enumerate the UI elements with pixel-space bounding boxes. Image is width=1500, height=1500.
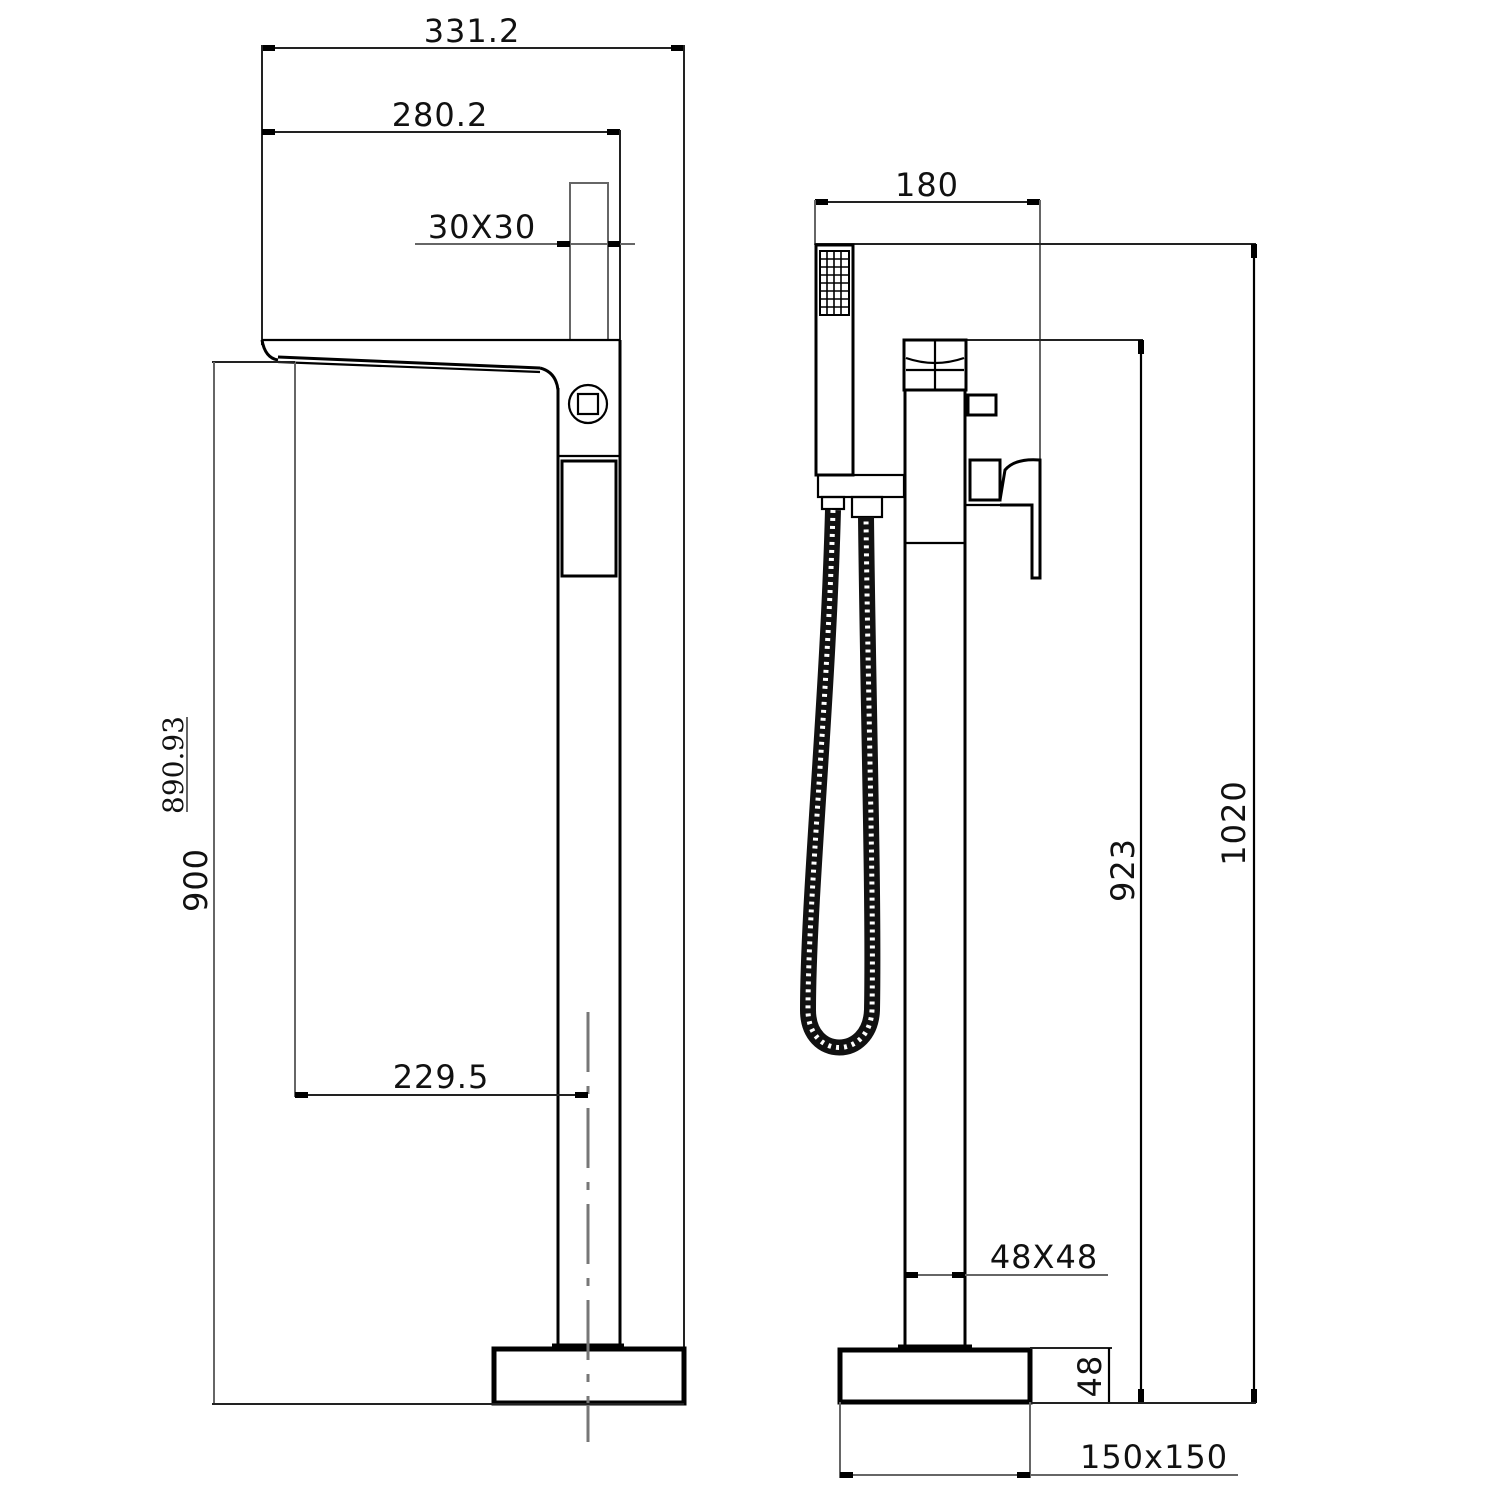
label-base-height: 48 bbox=[1071, 1355, 1109, 1398]
dimension-pillar-height: 923 bbox=[960, 339, 1144, 1403]
dimension-diverter-section: 30X30 bbox=[415, 182, 635, 341]
label-overall-height: 1020 bbox=[1215, 780, 1253, 865]
label-pillar-height: 923 bbox=[1104, 838, 1142, 902]
label-head-width: 180 bbox=[895, 166, 959, 204]
faucet-body-front bbox=[260, 338, 687, 1406]
label-column-section: 48X48 bbox=[990, 1238, 1098, 1276]
hand-shower bbox=[814, 243, 906, 499]
label-spout-reach: 229.5 bbox=[393, 1058, 490, 1096]
dimension-overall-width: 331.2 bbox=[261, 12, 685, 1405]
label-overall-width: 331.2 bbox=[424, 12, 521, 50]
dimension-column-section: 48X48 bbox=[905, 1238, 1108, 1278]
side-view: 180 1020 923 bbox=[799, 166, 1257, 1478]
label-spout-width: 280.2 bbox=[392, 96, 489, 134]
dimension-spout-width: 280.2 bbox=[262, 96, 621, 340]
label-base-size: 150x150 bbox=[1080, 1438, 1228, 1476]
dimension-head-width: 180 bbox=[814, 166, 1041, 575]
front-view: 331.2 280.2 30X30 bbox=[157, 12, 687, 1442]
dimension-base-height: 48 bbox=[1030, 1347, 1256, 1404]
dimension-spout-reach: 229.5 bbox=[294, 362, 588, 1098]
faucet-body-side bbox=[837, 338, 1042, 1405]
label-spout-height: 890.93 bbox=[157, 716, 190, 814]
dimension-base-size: 150x150 bbox=[839, 1402, 1238, 1478]
label-total-height: 900 bbox=[177, 848, 215, 912]
shower-hose bbox=[799, 495, 884, 1056]
dimension-overall-height: 1020 bbox=[815, 243, 1257, 1403]
label-diverter-section: 30X30 bbox=[428, 208, 536, 246]
dimension-total-height: 900 890.93 bbox=[157, 361, 684, 1405]
